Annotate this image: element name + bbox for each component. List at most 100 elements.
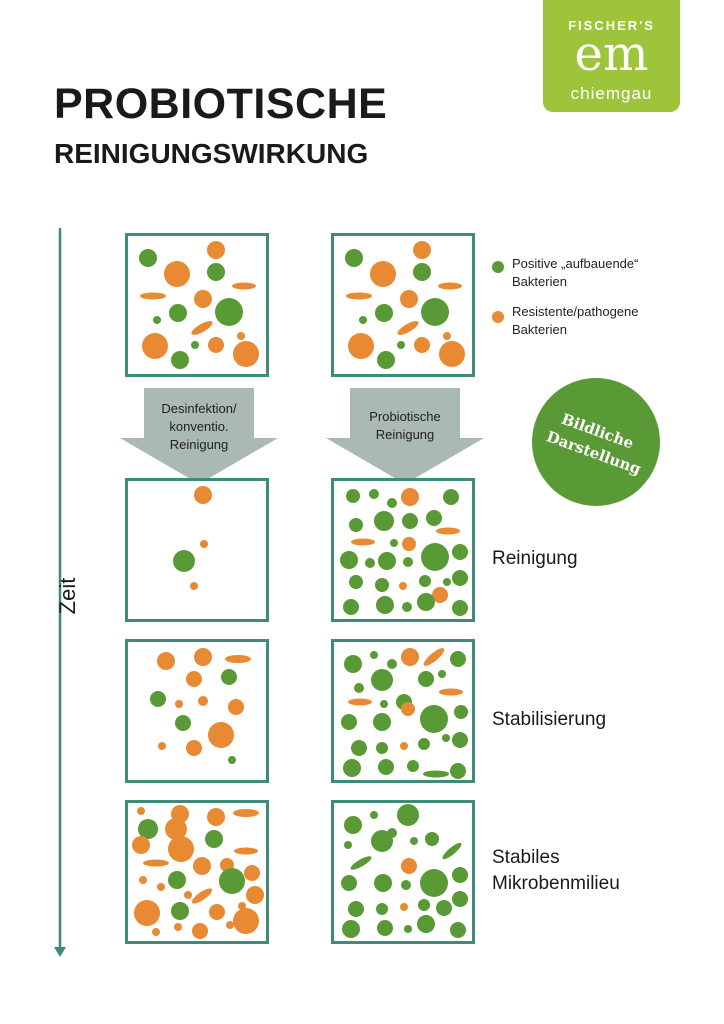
resistant-bacterium [436,527,460,535]
positive-bacterium [344,841,352,849]
stage-label-stable-milieu: Stabiles Mikrobenmilieu [492,845,620,897]
positive-bacterium [377,351,395,369]
positive-bacterium [378,759,394,775]
positive-bacterium [205,830,223,848]
positive-bacterium [371,830,393,852]
positive-bacterium [378,552,396,570]
arrow-probiotic-line1: Probiotische [369,409,441,424]
panel-probiotic-stabilisierung [331,639,475,783]
positive-bacterium [436,900,452,916]
positive-bacterium [359,316,367,324]
resistant-bacterium [208,337,224,353]
positive-bacterium [138,819,158,839]
legend-resistant-dot [492,311,504,323]
positive-bacterium [341,875,357,891]
resistant-bacterium [400,742,408,750]
logo-mark: em [574,26,649,82]
resistant-bacterium [346,292,372,300]
resistant-bacterium [397,321,419,335]
resistant-bacterium [190,582,198,590]
positive-bacterium [402,513,418,529]
positive-bacterium [450,651,466,667]
positive-bacterium [173,550,195,572]
positive-bacterium [420,705,448,733]
page-subtitle: REINIGUNGSWIRKUNG [54,138,369,169]
resistant-bacterium [232,282,256,290]
resistant-bacterium [132,836,150,854]
positive-bacterium [421,543,449,571]
resistant-bacterium [157,883,165,891]
brand-logo: FISCHER'S em chiemgau [543,0,680,112]
resistant-bacterium [198,696,208,706]
positive-bacterium [452,570,468,586]
resistant-bacterium [164,261,190,287]
positive-bacterium [421,298,449,326]
arrow-probiotic-line2: Reinigung [375,427,435,442]
positive-bacterium [452,867,468,883]
legend-positive-dot [492,261,504,273]
positive-bacterium [423,770,449,778]
positive-bacterium [454,705,468,719]
positive-bacterium [341,714,357,730]
resistant-bacterium [401,858,417,874]
positive-bacterium [139,249,157,267]
positive-bacterium [418,899,430,911]
positive-bacterium [344,816,362,834]
stage-stable-line1: Stabiles [492,847,560,868]
resistant-bacterium [165,818,187,840]
resistant-bacterium [348,333,374,359]
positive-bacterium [370,811,378,819]
resistant-bacterium [143,859,169,867]
positive-bacterium [450,922,466,938]
arrow-probiotic-text: Probiotische Reinigung [350,408,460,444]
positive-bacterium [168,871,186,889]
resistant-bacterium [423,648,445,666]
positive-bacterium [350,856,372,870]
stage-label-stabilisierung: Stabilisierung [492,709,607,730]
positive-bacterium [171,351,189,369]
positive-bacterium [169,304,187,322]
arrow-conventional-line1: Desinfektion/ [161,401,237,416]
positive-bacterium [342,920,360,938]
positive-bacterium [397,804,419,826]
panel-conventional-reinigung [125,478,269,622]
positive-bacterium [374,511,394,531]
resistant-bacterium [439,688,463,696]
legend-positive-line1: Positive „aufbauende“ [512,256,639,271]
resistant-bacterium [226,921,234,929]
resistant-bacterium [351,538,375,546]
positive-bacterium [443,489,459,505]
positive-bacterium [425,832,439,846]
positive-bacterium [417,915,435,933]
positive-bacterium [153,316,161,324]
positive-bacterium [452,600,468,616]
positive-bacterium [442,842,462,860]
positive-bacterium [404,925,412,933]
resistant-bacterium [184,891,192,899]
positive-bacterium [387,659,397,669]
logo-subtext: chiemgau [570,84,653,103]
positive-bacterium [426,510,442,526]
positive-bacterium [369,489,379,499]
resistant-bacterium [152,928,160,936]
positive-bacterium [375,578,389,592]
resistant-bacterium [234,847,258,855]
positive-bacterium [452,891,468,907]
positive-bacterium [175,715,191,731]
resistant-bacterium [413,241,431,259]
resistant-bacterium [158,742,166,750]
resistant-bacterium [134,900,160,926]
stage-stable-line2: Mikrobenmilieu [492,873,620,894]
panel-probiotic-reinigung [331,478,475,622]
resistant-bacterium [191,321,213,335]
resistant-bacterium [139,876,147,884]
positive-bacterium [228,756,236,764]
positive-bacterium [420,869,448,897]
positive-bacterium [417,593,435,611]
resistant-bacterium [186,740,202,756]
resistant-bacterium [207,241,225,259]
positive-bacterium [402,602,412,612]
arrow-probiotic-cleaning: Probiotische Reinigung [320,388,490,486]
positive-bacterium [348,901,364,917]
positive-bacterium [380,700,388,708]
